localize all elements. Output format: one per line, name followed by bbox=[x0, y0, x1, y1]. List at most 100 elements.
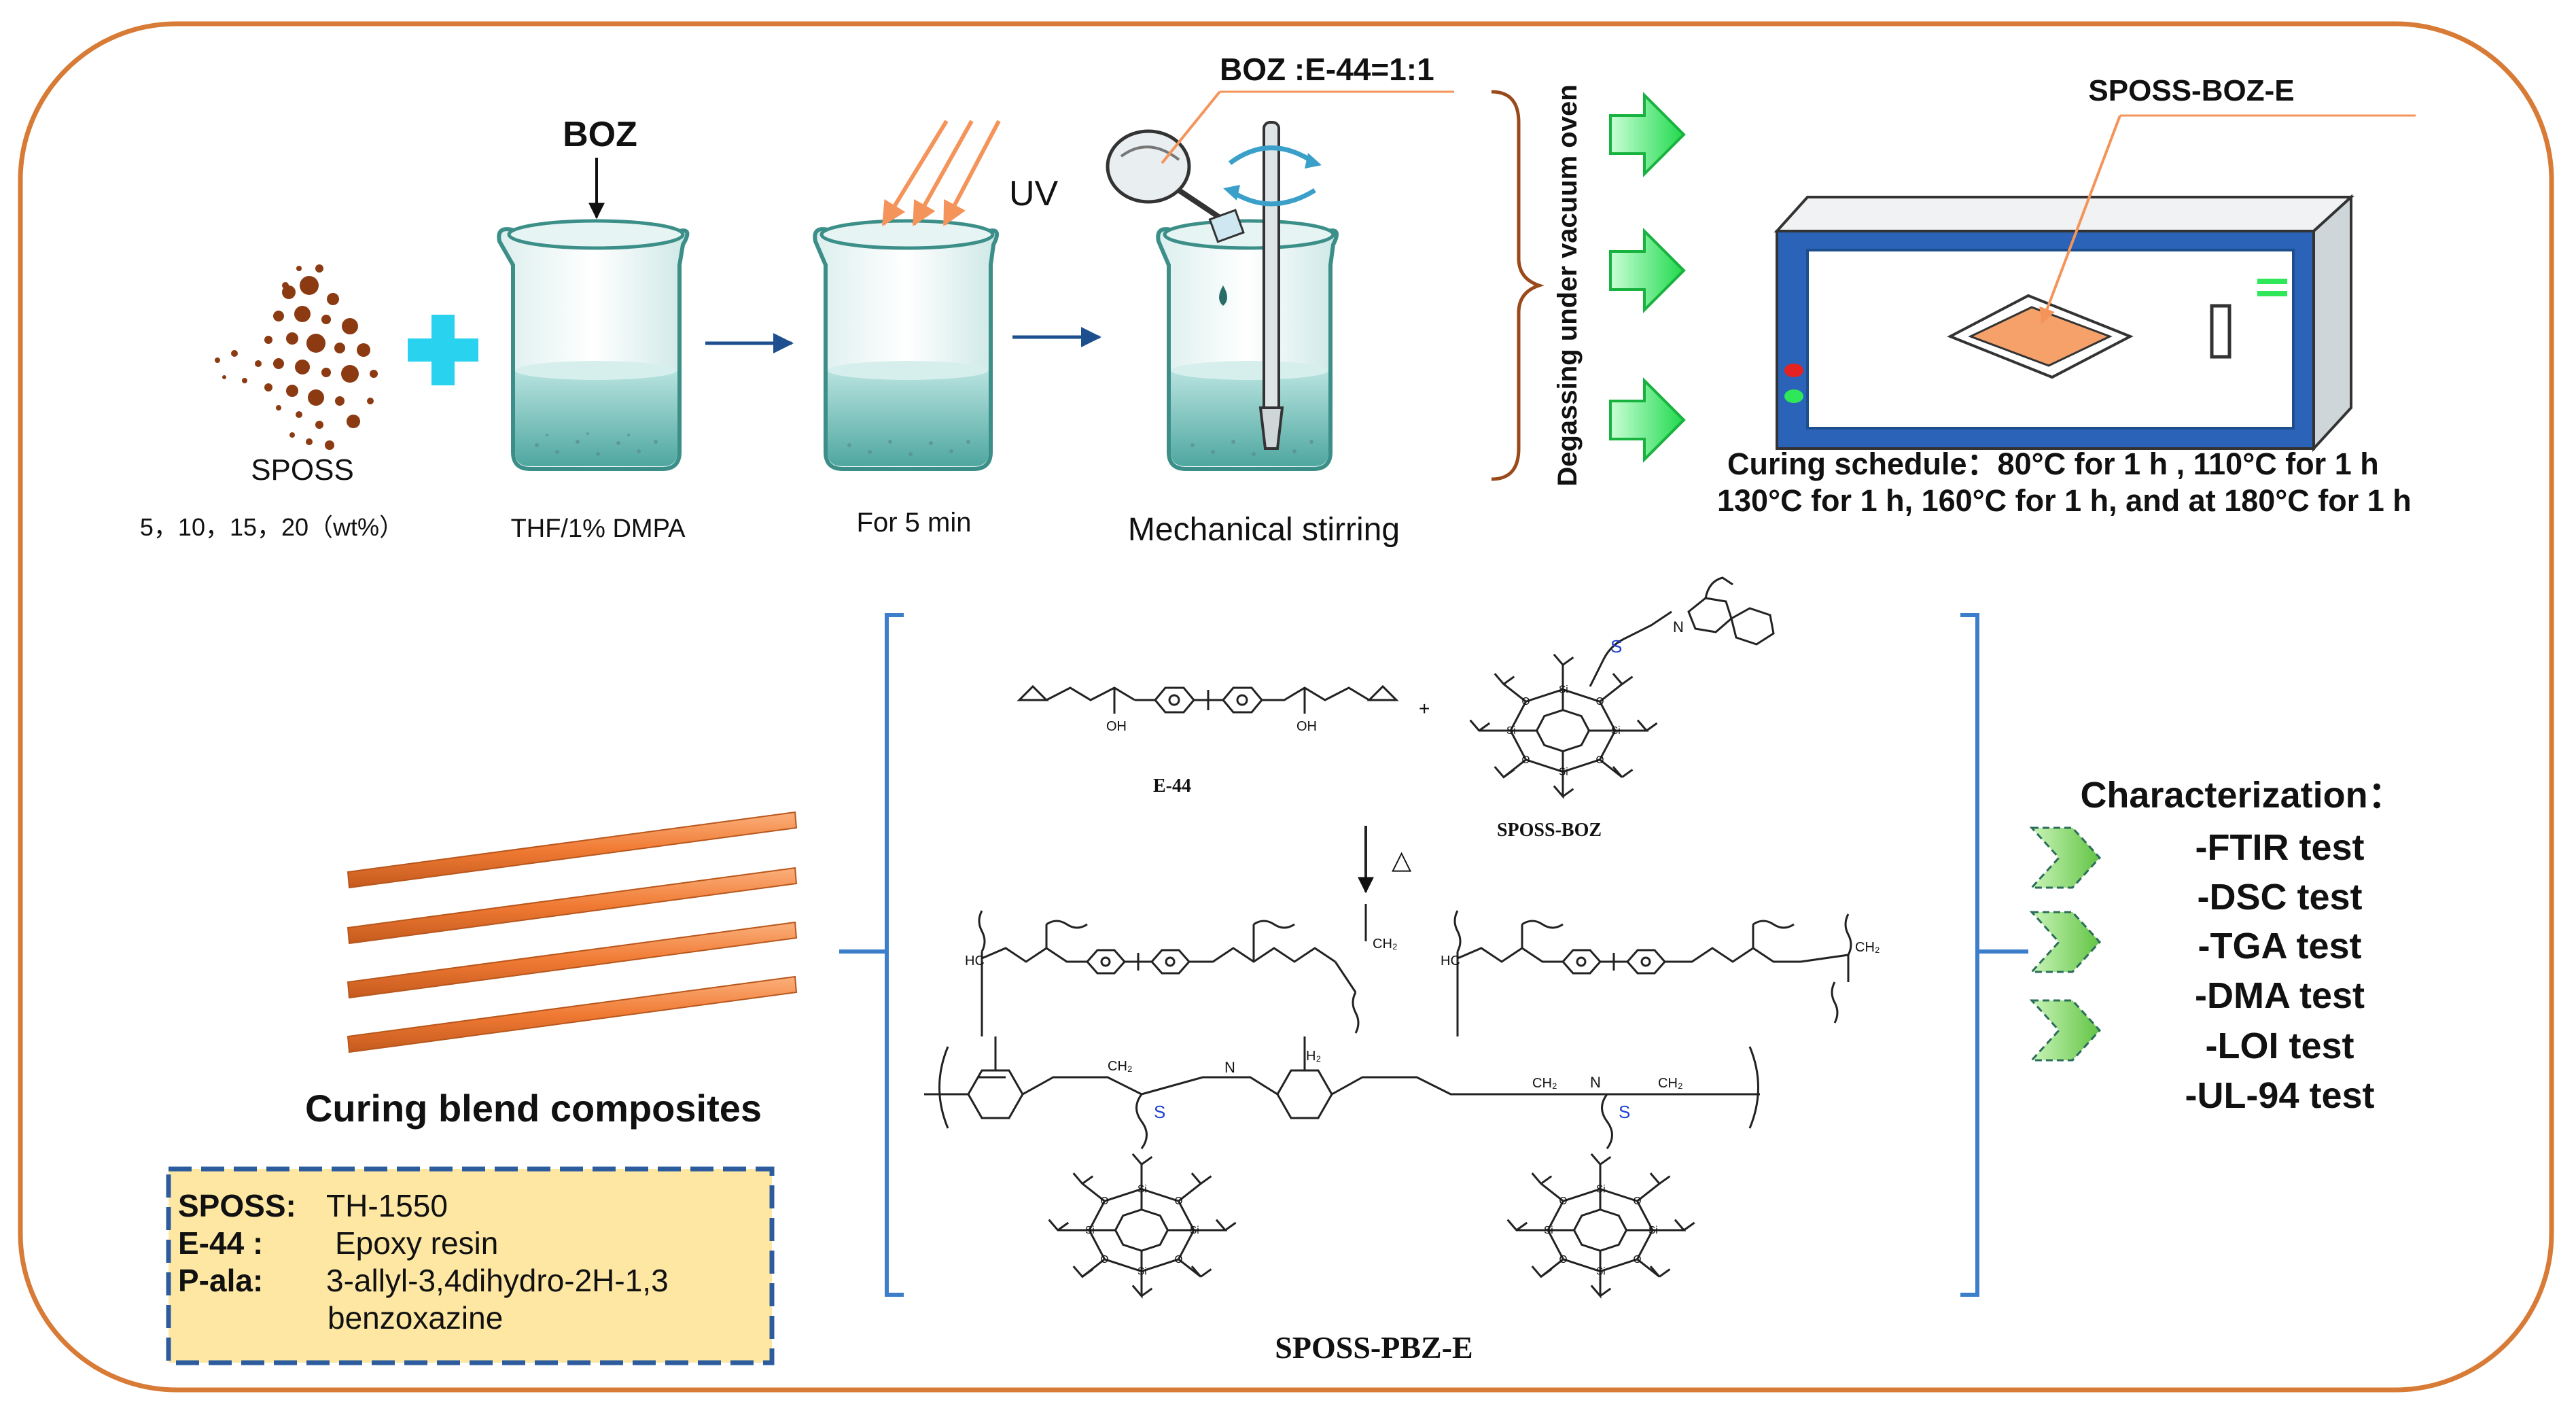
degassing-label: Degassing under vacuum oven bbox=[1553, 84, 1583, 486]
legend-box bbox=[166, 1166, 775, 1365]
ratio-leader-line bbox=[1161, 90, 1221, 164]
uv-rays-icon bbox=[881, 120, 1001, 227]
product-h2: H₂ bbox=[1306, 1049, 1321, 1064]
product-n-2: N bbox=[1590, 1074, 1601, 1091]
product-structure bbox=[924, 904, 1852, 1149]
legend-value-pala-cont: benzoxazine bbox=[328, 1300, 503, 1336]
legend-key-e44: E-44 : bbox=[178, 1225, 263, 1261]
sposs-boz-label: SPOSS-BOZ bbox=[1497, 820, 1602, 841]
e44-label: E-44 bbox=[1153, 775, 1191, 797]
test-loi: -LOI test bbox=[2205, 1026, 2354, 1066]
outer-frame bbox=[18, 21, 2554, 1393]
cage-atom-label: Si bbox=[1596, 1266, 1606, 1278]
sposs-particle bbox=[370, 370, 378, 378]
plus-sign: + bbox=[1419, 698, 1430, 719]
scheme-right-bracket bbox=[1960, 613, 1979, 1297]
sposs-particle bbox=[286, 385, 298, 397]
test-dsc: -DSC test bbox=[2197, 877, 2362, 918]
product-hc-1: HC bbox=[965, 954, 985, 969]
beaker-3-icon bbox=[1156, 219, 1339, 471]
sample-pointer bbox=[2039, 115, 2121, 325]
sposs-particle bbox=[321, 315, 331, 324]
vacuum-oven-icon bbox=[1774, 194, 2355, 453]
ladle-icon bbox=[1106, 129, 1245, 306]
cage-atom-label: O bbox=[1101, 1254, 1109, 1266]
cage-atom-label: O bbox=[1101, 1196, 1109, 1207]
sposs-particle bbox=[308, 389, 324, 406]
sposs-particle bbox=[276, 405, 281, 411]
sposs-particle bbox=[300, 276, 319, 295]
sposs-particle bbox=[347, 415, 360, 428]
sposs-particle bbox=[315, 421, 323, 429]
e44-structure bbox=[1017, 684, 1399, 714]
cage-atom-label: Si bbox=[1596, 1184, 1606, 1196]
cage-atom-label: Si bbox=[1559, 684, 1568, 696]
scheme-left-bracket bbox=[885, 613, 904, 1297]
cage-atom-label: Si bbox=[1137, 1266, 1147, 1278]
cage-atom-label: Si bbox=[1137, 1184, 1147, 1196]
uv-label: UV bbox=[1009, 174, 1059, 213]
sposs-particle bbox=[296, 266, 302, 271]
sposs-particle bbox=[264, 383, 272, 391]
sposs-particle bbox=[367, 398, 374, 404]
legend-value-pala: 3-allyl-3,4dihydro-2H-1,3 bbox=[326, 1263, 669, 1298]
test-ftir: -FTIR test bbox=[2195, 827, 2365, 868]
sposs-particle bbox=[264, 336, 272, 344]
product-ch2-top: CH₂ bbox=[1373, 937, 1398, 952]
sposs-label: SPOSS bbox=[251, 453, 354, 487]
legend-key-sposs: SPOSS: bbox=[178, 1188, 296, 1223]
sposs-particle bbox=[286, 332, 298, 345]
cage-atom-label: Si bbox=[1559, 767, 1568, 778]
e44-oh-left: OH bbox=[1106, 719, 1127, 734]
sposs-boz-n-atom: N bbox=[1673, 618, 1684, 635]
sposs-loading-label: 5，10，15，20（wt%） bbox=[140, 513, 404, 541]
cage-atom-label: O bbox=[1559, 1254, 1568, 1266]
cage-atom-label: O bbox=[1595, 754, 1604, 766]
beaker-1-icon bbox=[497, 219, 690, 471]
sposs-particle bbox=[306, 334, 325, 353]
green-arrow-icon bbox=[1609, 92, 1686, 463]
sposs-particle bbox=[294, 306, 311, 322]
chevron-icon bbox=[2029, 826, 2102, 1062]
curing-schedule-line-1: Curing schedule：80°C for 1 h , 110°C for… bbox=[1727, 447, 2379, 481]
sposs-particle bbox=[321, 368, 331, 377]
sposs-particle bbox=[273, 311, 284, 321]
cage-atom-label: O bbox=[1522, 754, 1530, 766]
composites-label: Curing blend composites bbox=[305, 1087, 762, 1130]
sposs-particle bbox=[231, 350, 238, 357]
cage-atom-label: Si bbox=[1506, 725, 1516, 737]
cage-atom-label: Si bbox=[1544, 1225, 1553, 1236]
cage-atom-label: Si bbox=[1190, 1225, 1199, 1236]
sposs-particle bbox=[242, 378, 247, 383]
stirrer-icon bbox=[1223, 121, 1322, 450]
sposs-particle bbox=[334, 343, 345, 353]
product-label: SPOSS-PBZ-E bbox=[1275, 1330, 1472, 1365]
product-ch2-2: CH₂ bbox=[1532, 1076, 1557, 1091]
sposs-particle bbox=[342, 318, 358, 334]
product-n-1: N bbox=[1224, 1059, 1235, 1076]
legend-key-pala: P-ala: bbox=[178, 1263, 263, 1298]
stage-brace bbox=[1491, 90, 1545, 481]
cage-atom-label: Si bbox=[1648, 1225, 1658, 1236]
heat-delta-label: △ bbox=[1392, 846, 1412, 875]
beaker-1-label: THF/1% DMPA bbox=[511, 514, 686, 543]
plus-icon bbox=[408, 315, 478, 385]
sposs-particle bbox=[306, 438, 313, 445]
cage-atom-label: Si bbox=[1611, 725, 1621, 737]
cage-atom-label: O bbox=[1559, 1196, 1568, 1207]
ratio-label: BOZ :E-44=1:1 bbox=[1220, 52, 1434, 87]
sposs-particle bbox=[335, 396, 345, 406]
composite-rods-icon bbox=[347, 811, 798, 1053]
sposs-particle bbox=[282, 282, 289, 289]
sposs-particle bbox=[222, 375, 226, 379]
test-ul94: -UL-94 test bbox=[2185, 1075, 2374, 1116]
product-s-atom-2: S bbox=[1619, 1102, 1630, 1122]
product-hc-2: HC bbox=[1441, 954, 1460, 969]
boz-label: BOZ bbox=[563, 115, 637, 154]
product-ch2-1: CH₂ bbox=[1108, 1059, 1133, 1074]
curing-schedule-line-2: 130°C for 1 h, 160°C for 1 h, and at 180… bbox=[1717, 483, 2412, 518]
cage-atom-label: O bbox=[1522, 696, 1530, 708]
